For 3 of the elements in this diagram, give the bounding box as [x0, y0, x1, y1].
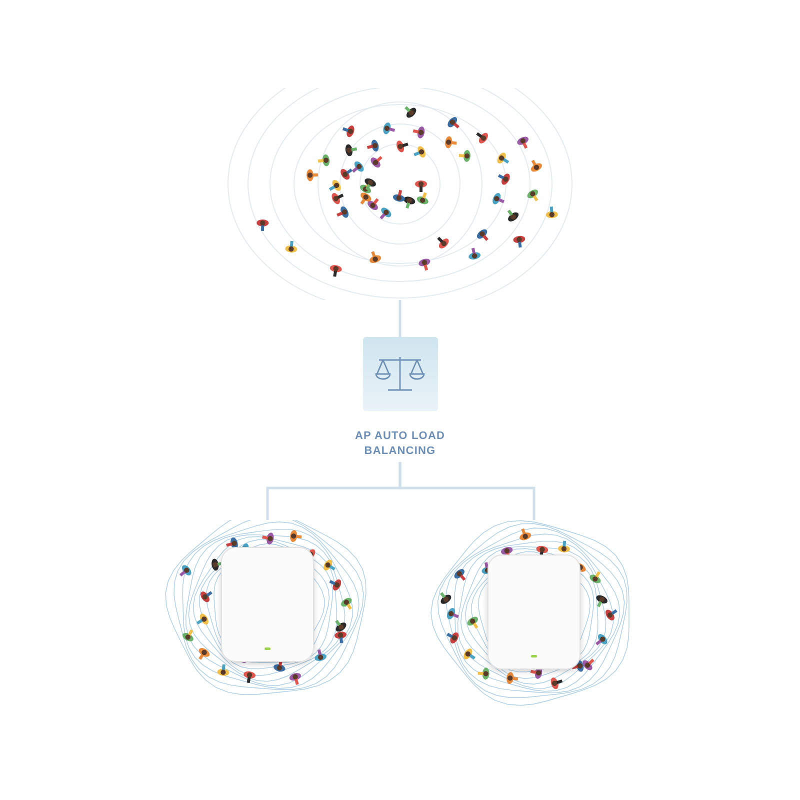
- connector-line: [398, 462, 536, 520]
- node-label: AP AUTO LOAD BALANCING: [354, 429, 446, 459]
- connector-line: [398, 300, 402, 337]
